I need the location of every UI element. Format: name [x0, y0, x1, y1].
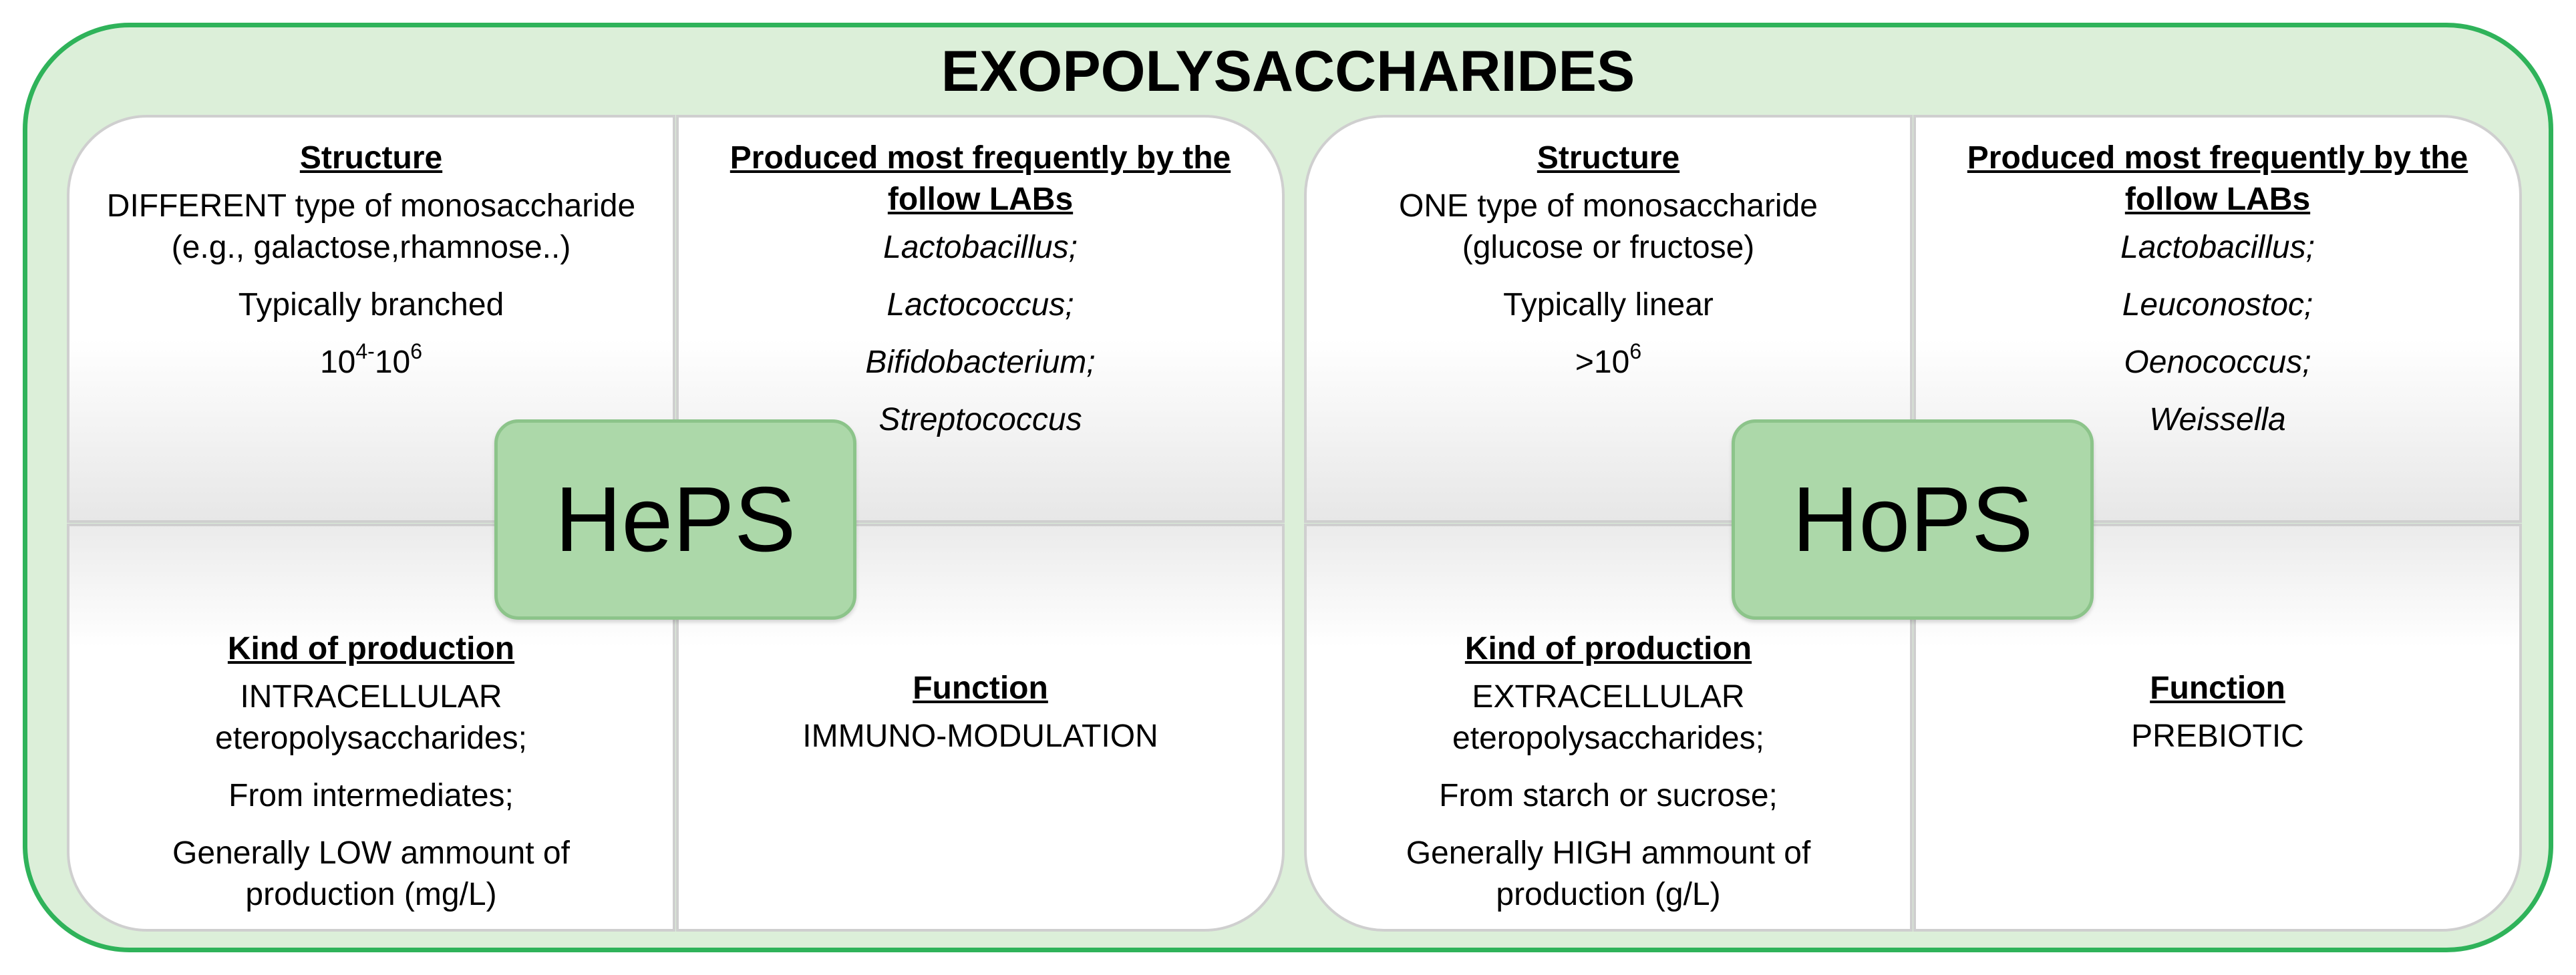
hops-production-line1: EXTRACELLULAR	[1472, 679, 1745, 715]
hops-mw-exp: 6	[1629, 339, 1642, 363]
heps-mw-exp2: 6	[410, 339, 423, 363]
hops-structure-line2: (glucose or fructose)	[1462, 230, 1755, 265]
heps-structure-heading: Structure	[299, 140, 443, 176]
heps-production-line2: eteropolysaccharides;	[215, 721, 527, 756]
heps-center-label: HePS	[494, 419, 856, 620]
heps-production-line5: production (mg/L)	[245, 877, 497, 912]
heps-producer-item: Lactobacillus;	[883, 230, 1078, 265]
hops-production-line5: production (g/L)	[1496, 877, 1721, 912]
hops-center-label: HoPS	[1732, 419, 2094, 620]
hops-production-line2: eteropolysaccharides;	[1452, 721, 1764, 756]
heps-producer-item: Lactococcus;	[887, 287, 1074, 323]
hops-production-line3: From starch or sucrose;	[1439, 778, 1778, 813]
heps-producers-heading: Produced most frequently by the follow L…	[730, 140, 1231, 217]
heps-production-line4: Generally LOW ammount of	[172, 835, 570, 871]
heps-structure-line2: (e.g., galactose,rhamnose..)	[171, 230, 571, 265]
heps-mw-base1: 10	[319, 345, 356, 380]
hops-structure-line1: ONE type of monosaccharide	[1399, 188, 1818, 224]
hops-production-heading: Kind of production	[1464, 631, 1752, 666]
hops-producer-item: Weissella	[2149, 402, 2286, 437]
heps-group: Structure DIFFERENT type of monosacchari…	[67, 115, 1285, 932]
heps-function-heading: Function	[913, 670, 1048, 706]
hops-producer-item: Lactobacillus;	[2120, 230, 2315, 265]
hops-producer-item: Oenococcus;	[2124, 345, 2311, 380]
hops-function-heading: Function	[2150, 670, 2285, 706]
heps-function-panel: Function IMMUNO-MODULATION	[676, 524, 1285, 932]
heps-production-panel: Kind of production INTRACELLULAR eteropo…	[67, 524, 675, 932]
heps-molecular-weight: 104-106	[293, 339, 449, 383]
heps-mw-base2: 10	[374, 345, 411, 380]
hops-production-line4: Generally HIGH ammount of	[1406, 835, 1811, 871]
diagram-title: EXOPOLYSACCHARIDES	[941, 39, 1635, 104]
heps-function-value: IMMUNO-MODULATION	[802, 719, 1158, 754]
hops-structure-line3: Typically linear	[1503, 287, 1714, 323]
heps-production-line1: INTRACELLULAR	[240, 679, 502, 715]
hops-structure-heading: Structure	[1537, 140, 1680, 176]
hops-function-value: PREBIOTIC	[2131, 719, 2304, 754]
heps-structure-line1: DIFFERENT type of monosaccharide	[106, 188, 636, 224]
hops-producer-item: Leuconostoc;	[2122, 287, 2313, 323]
heps-structure-panel: Structure DIFFERENT type of monosacchari…	[67, 115, 675, 523]
heps-mw-exp1: 4-	[355, 339, 375, 363]
hops-producers-heading: Produced most frequently by the follow L…	[1967, 140, 2468, 217]
heps-structure-line3: Typically branched	[238, 287, 504, 323]
heps-production-line3: From intermediates;	[228, 778, 514, 813]
hops-molecular-weight: >106	[1549, 339, 1668, 383]
heps-production-heading: Kind of production	[227, 631, 515, 666]
heps-producer-item: Streptococcus	[878, 402, 1082, 437]
hops-mw-base: >10	[1575, 345, 1630, 380]
hops-group: Structure ONE type of monosaccharide (gl…	[1304, 115, 2522, 932]
heps-producer-item: Bifidobacterium;	[865, 345, 1096, 380]
